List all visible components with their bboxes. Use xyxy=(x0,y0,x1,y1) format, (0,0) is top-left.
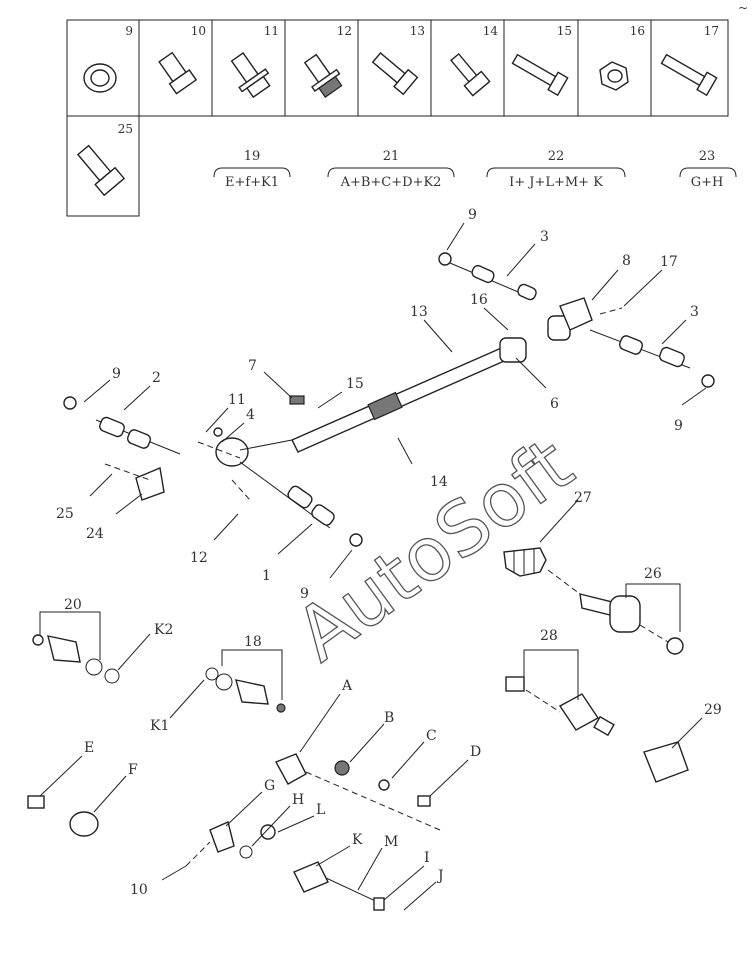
joint-k xyxy=(293,861,329,893)
callout-label: 10 xyxy=(130,882,148,898)
boot-27 xyxy=(503,547,547,577)
group-number: 19 xyxy=(244,149,261,164)
callout-label: F xyxy=(128,762,138,778)
callout-label: 29 xyxy=(704,702,722,718)
nut-icon xyxy=(83,63,117,93)
flange-nut-icon xyxy=(599,61,629,91)
group-number: 23 xyxy=(699,149,716,164)
stud-bolt-icon xyxy=(450,52,491,97)
callout-label: 24 xyxy=(86,526,104,542)
table-cell-label: 25 xyxy=(118,122,133,136)
callout-label: G xyxy=(264,778,275,794)
callout-label: 9 xyxy=(468,207,477,223)
callout-label: B xyxy=(384,710,394,726)
table-cell-label: 9 xyxy=(125,24,133,38)
callout-leaders xyxy=(39,222,707,911)
table-cell-label: 15 xyxy=(557,24,572,38)
propeller-shaft xyxy=(291,341,521,453)
joint-26 xyxy=(609,595,641,633)
callout-label: 12 xyxy=(190,550,208,566)
center-differential xyxy=(499,297,593,363)
group-legend: 19 E+f+K1 21 A+B+C+D+K2 22 I+ J+L+M+ K 2… xyxy=(213,149,737,190)
label-plate xyxy=(289,395,305,405)
joint-f xyxy=(69,811,99,837)
callout-label: M xyxy=(384,834,398,850)
table-cell-label: 12 xyxy=(337,24,352,38)
callout-label: C xyxy=(426,728,437,744)
bolt-icon xyxy=(371,51,419,96)
callout-label: 13 xyxy=(410,304,428,320)
group-formula: A+B+C+D+K2 xyxy=(340,175,442,190)
bolt-icon xyxy=(76,144,126,197)
front-differential xyxy=(215,437,249,467)
callout-label: 25 xyxy=(56,506,74,522)
group-number: 22 xyxy=(548,149,565,164)
callout-label: 26 xyxy=(644,566,662,582)
callout-label: 4 xyxy=(246,407,255,423)
mounting-bracket xyxy=(135,467,165,501)
flange-bolt-icon xyxy=(230,51,271,99)
group-formula: I+ J+L+M+ K xyxy=(509,175,603,190)
callout-label: 9 xyxy=(300,586,309,602)
callout-label: 8 xyxy=(622,253,631,269)
callout-label: 14 xyxy=(430,474,448,490)
callout-label: 6 xyxy=(550,396,559,412)
callout-label: 20 xyxy=(64,597,82,613)
corner-mark: ~ xyxy=(738,1,748,15)
group-number: 21 xyxy=(383,149,400,164)
joint-a xyxy=(275,753,307,785)
boot-kits xyxy=(27,547,689,911)
callout-label: H xyxy=(292,792,304,808)
table-cell-label: 14 xyxy=(483,24,499,38)
callout-label: J xyxy=(436,868,444,884)
callout-label: K1 xyxy=(150,718,169,734)
callout-label: 7 xyxy=(248,358,257,374)
table-cell-label: 16 xyxy=(630,24,645,38)
callout-label: 18 xyxy=(244,634,262,650)
callout-label: 11 xyxy=(228,392,246,408)
table-cell-label: 13 xyxy=(410,24,425,38)
callout-label: 3 xyxy=(690,304,699,320)
callout-label: E xyxy=(84,740,94,756)
boot-18 xyxy=(235,679,269,705)
bolt-icon xyxy=(158,51,198,95)
callout-label: 16 xyxy=(470,292,488,308)
table-cell-label: 10 xyxy=(191,24,206,38)
callout-label: I xyxy=(424,850,430,866)
parts-table: 9 10 11 12 13 14 15 16 17 25 xyxy=(66,19,729,217)
center-bearing xyxy=(367,391,403,421)
callout-label: 27 xyxy=(574,490,592,506)
boot-20 xyxy=(47,635,81,663)
table-cell-label: 17 xyxy=(704,24,719,38)
callout-label: 9 xyxy=(674,418,683,434)
long-bolt-icon xyxy=(660,53,718,97)
callouts: 9 3 8 17 16 3 13 6 9 7 15 9 2 11 4 14 25… xyxy=(56,207,722,898)
long-bolt-icon xyxy=(511,53,569,97)
table-cell-label: 11 xyxy=(264,24,279,38)
callout-label: 9 xyxy=(112,366,121,382)
boot-29 xyxy=(643,741,689,783)
callout-label: 28 xyxy=(540,628,558,644)
callout-label: K xyxy=(352,832,363,848)
callout-label: A xyxy=(341,678,353,694)
callout-label: 15 xyxy=(346,376,364,392)
callout-label: D xyxy=(470,744,481,760)
callout-label: 3 xyxy=(540,229,549,245)
callout-label: 17 xyxy=(660,254,678,270)
drive-assembly xyxy=(63,252,715,547)
callout-label: L xyxy=(316,802,325,818)
callout-label: 2 xyxy=(152,370,161,386)
callout-label: K2 xyxy=(154,622,173,638)
group-formula: G+H xyxy=(691,175,724,190)
flange-bolt-icon xyxy=(303,53,343,98)
callout-label: 1 xyxy=(262,568,271,584)
joint-28 xyxy=(558,693,600,731)
group-formula: E+f+K1 xyxy=(225,175,279,190)
